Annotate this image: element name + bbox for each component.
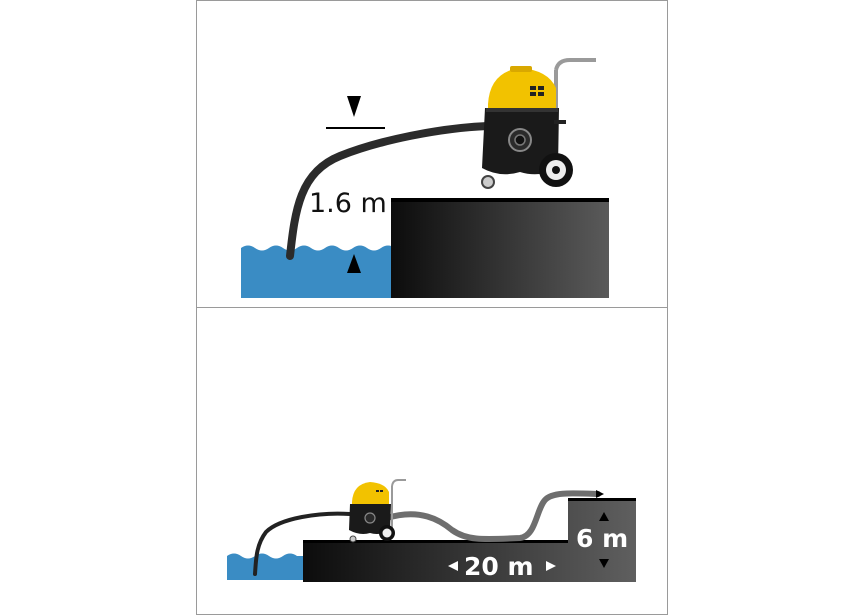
discharge-arrow <box>596 490 604 498</box>
bottom-discharge-hose <box>384 490 601 543</box>
bottom-platform <box>303 498 636 582</box>
rise-label: 6 m <box>576 524 628 553</box>
rise-dimension-marker <box>599 512 609 568</box>
top-panel <box>196 0 668 308</box>
height-dimension-marker <box>326 96 385 273</box>
top-platform <box>391 198 609 298</box>
top-water <box>241 245 395 298</box>
distance-label: 20 m <box>464 552 534 581</box>
distance-dimension-marker <box>448 561 556 571</box>
pump-small <box>349 479 406 543</box>
bottom-suction-hose <box>253 511 352 576</box>
top-hose <box>286 122 492 260</box>
bottom-water <box>227 553 305 580</box>
pump-large <box>481 58 596 189</box>
height-label: 1.6 m <box>309 188 387 219</box>
